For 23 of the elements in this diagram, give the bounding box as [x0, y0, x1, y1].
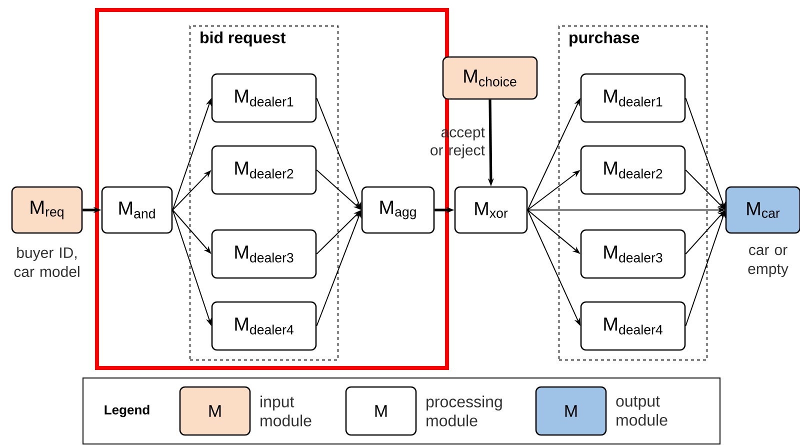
module-box: M$_{xor}$ [454, 186, 528, 234]
module-box: M$_{car}$ [725, 186, 800, 234]
legend-text: output module [616, 396, 668, 426]
module-box: M$_{dealer1}$ [211, 73, 317, 123]
module-caption: buyer ID, car model [14, 247, 80, 277]
module-box: M$_{req}$ [11, 186, 83, 234]
swatch-letter: M [375, 405, 387, 417]
module-caption: car or empty [748, 246, 788, 278]
module-box: M$_{dealer4}$ [580, 301, 686, 351]
module-box: M$_{dealer2}$ [580, 145, 686, 195]
legend-text: processing module [426, 396, 502, 426]
module-box: M$_{dealer3}$ [580, 229, 686, 279]
module-box: M$_{and}$ [101, 186, 173, 234]
module-box: M$_{agg}$ [361, 186, 435, 234]
module-box: M$_{dealer2}$ [211, 145, 317, 195]
module-box: M$_{dealer3}$ [211, 229, 317, 279]
legend-title: Legend [104, 404, 150, 418]
swatch-letter: M [565, 405, 577, 417]
module-box: M$_{dealer4}$ [211, 301, 317, 351]
module-box: M$_{choice}$ [442, 56, 538, 100]
legend-text: input module [260, 396, 312, 426]
module-box: M$_{dealer1}$ [580, 73, 686, 123]
swatch-letter: M [209, 405, 221, 417]
